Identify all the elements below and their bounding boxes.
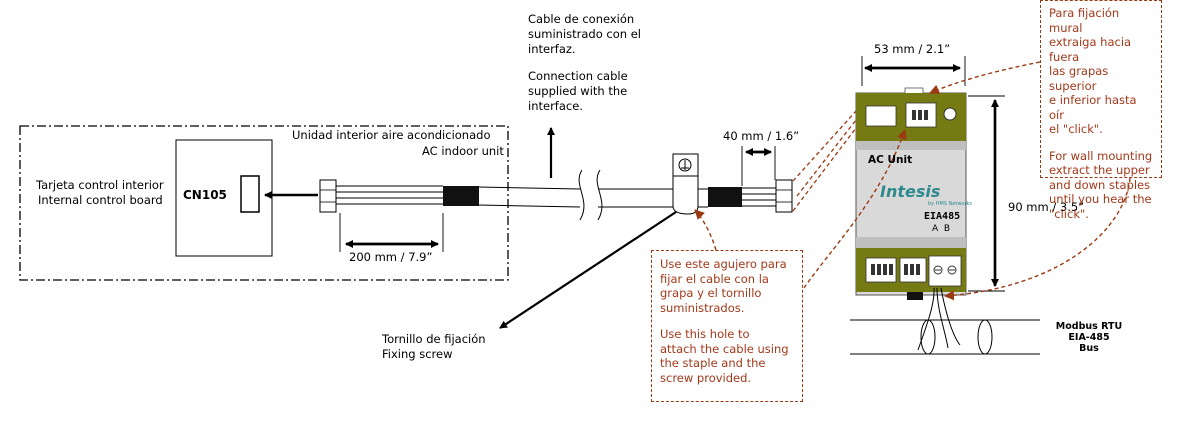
brand-logo: Intesis [880, 182, 941, 201]
wall-callout-arrow-top [929, 61, 1041, 95]
device-terminals: A B [932, 224, 951, 234]
screw-label-en: Fixing screw [382, 347, 453, 361]
dim-53-label: 53 mm / 2.1” [874, 42, 951, 56]
bus-line-2: EIA-485 [1068, 332, 1110, 343]
hole-es-1: Use este agujero para [660, 257, 787, 271]
cn105-connector [240, 175, 260, 213]
bus-label: Modbus RTU EIA-485 Bus [1052, 321, 1126, 354]
device-model: EIA485 [924, 211, 961, 222]
wall-en-4: until you hear the [1049, 192, 1152, 206]
wall-en-2: extract the upper [1049, 163, 1150, 177]
hole-es-3: grapa y el tornillo [660, 286, 762, 300]
board-label-en: Internal control board [38, 193, 163, 207]
board-label-es: Tarjeta control interior [36, 178, 164, 192]
bus-line-1: Modbus RTU [1055, 321, 1123, 332]
wall-mount-callout: Para fijación mural extraiga hacia fuera… [1040, 0, 1162, 221]
wall-es-3: las grapas superior [1049, 64, 1109, 93]
left-plug [319, 179, 337, 213]
cable-label-es-1: Cable de conexión [528, 12, 635, 26]
bus-line-3: Bus [1079, 343, 1099, 354]
wall-es-1: Para fijación mural [1049, 6, 1120, 35]
cable-left [336, 185, 443, 205]
ferrite-left [443, 186, 479, 206]
cable-label-es-3: interfaz. [528, 42, 576, 56]
hole-en-1: Use this hole to [660, 327, 750, 341]
screw-arrow [499, 211, 677, 329]
cable-label-es-2: suministrado con el [528, 27, 642, 41]
indoor-unit-boundary [19, 125, 509, 281]
bus-cable [850, 287, 1040, 355]
dim-200-label: 200 mm / 7.9” [349, 250, 433, 264]
connector-label: CN105 [183, 188, 227, 202]
indoor-unit-title-es: Unidad interior aire acondicionado [292, 128, 491, 142]
wall-en-1: For wall mounting [1049, 148, 1153, 163]
hole-en-3: the staple and the [660, 356, 766, 370]
hole-en-2: attach the cable using [660, 341, 789, 356]
wall-en-3: and down staples [1049, 177, 1151, 192]
indoor-unit-title-en: AC indoor unit [422, 144, 504, 158]
dim-90-label: 90 mm / 3.5” [1008, 200, 1085, 214]
wall-es-4: e inferior hasta oír [1049, 93, 1137, 122]
screw-label-es: Tornillo de fijación [382, 332, 486, 346]
brand-tagline: by HMS Networks [928, 201, 973, 207]
cable-label-en-1: Connection cable [528, 69, 628, 83]
hole-es-4: suministrados. [660, 300, 745, 315]
cable-label-en-2: supplied with the [528, 84, 628, 98]
cable-label-en-3: interface. [528, 99, 583, 113]
ferrite-right [708, 187, 742, 207]
intesis-device [855, 87, 967, 300]
hole-es-2: fijar el cable con la [660, 271, 769, 286]
wall-en-5: "click". [1049, 206, 1089, 221]
right-plug [775, 179, 793, 213]
hole-callout: Use este agujero para fijar el cable con… [651, 250, 803, 402]
wall-es-5: el "click". [1049, 122, 1103, 136]
dim-40-label: 40 mm / 1.6” [723, 129, 800, 143]
wall-es-2: extraiga hacia fuera [1049, 35, 1132, 64]
wall-callout-arrow-bottom [944, 177, 1131, 301]
cable-clamp [672, 167, 699, 215]
device-label: AC Unit [868, 154, 913, 166]
hole-callout-arrow [694, 209, 717, 251]
cable-label: Cable de conexión suministrado con el in… [528, 12, 641, 114]
led-icon [943, 107, 957, 121]
hole-en-4: screw provided. [660, 370, 752, 385]
